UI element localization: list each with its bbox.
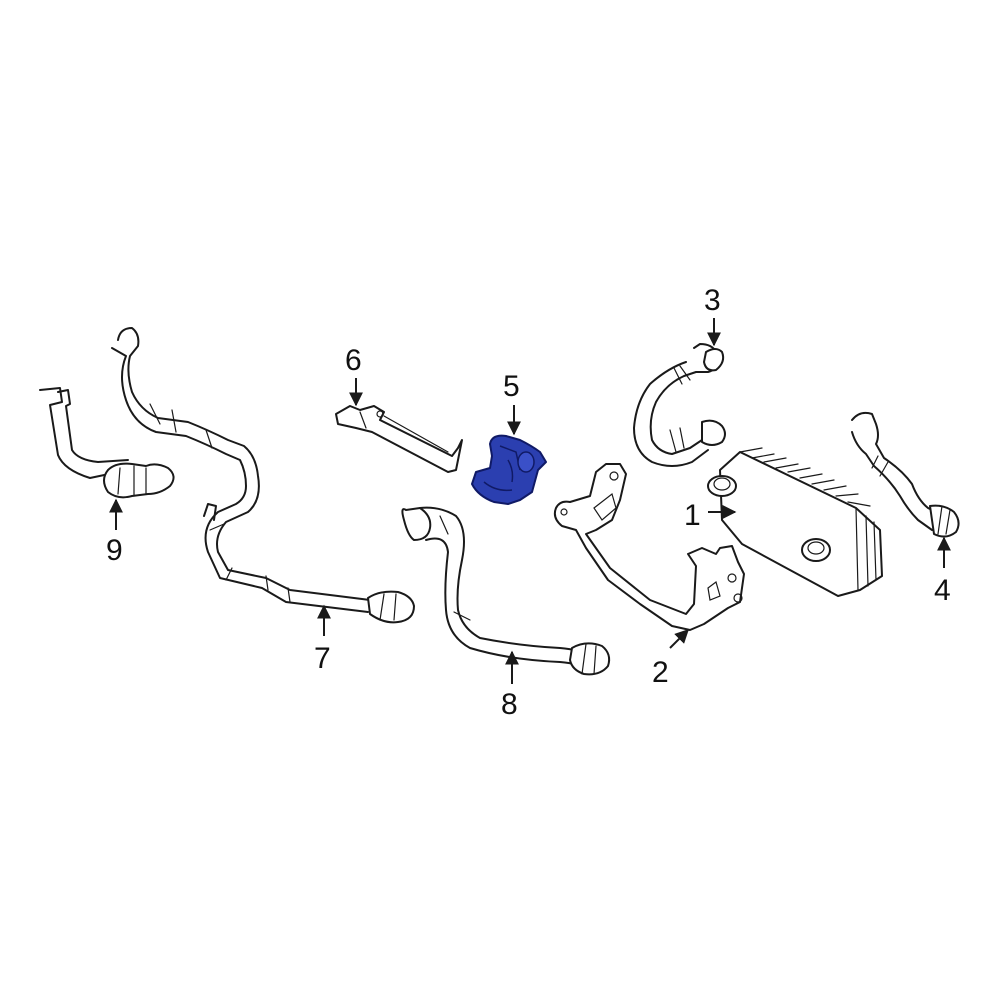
callout-5[interactable]: 5 <box>503 370 520 403</box>
leader-2 <box>669 629 689 649</box>
part-5-highlighted-bracket[interactable] <box>471 434 547 505</box>
callout-1[interactable]: 1 <box>684 499 701 532</box>
callout-labels: 1 2 3 4 5 6 7 8 9 <box>106 284 951 721</box>
part-5-body <box>471 434 547 505</box>
callout-7[interactable]: 7 <box>314 642 331 675</box>
part-9-hose[interactable] <box>39 387 175 499</box>
leaders <box>109 318 951 684</box>
callout-9[interactable]: 9 <box>106 534 123 567</box>
callout-4[interactable]: 4 <box>934 574 951 607</box>
callout-2[interactable]: 2 <box>652 656 669 689</box>
part-7-coolant-pipe[interactable] <box>111 327 415 624</box>
callout-6[interactable]: 6 <box>345 344 362 377</box>
callout-8[interactable]: 8 <box>501 688 518 721</box>
callout-3[interactable]: 3 <box>704 284 721 317</box>
part-3-hose[interactable] <box>633 343 726 467</box>
part-8-hose[interactable] <box>401 506 611 676</box>
part-1-oil-cooler[interactable] <box>707 447 883 597</box>
part-6-bracket[interactable] <box>335 405 463 473</box>
part-2-bracket[interactable] <box>553 463 745 631</box>
part-4-hose[interactable] <box>851 411 960 538</box>
